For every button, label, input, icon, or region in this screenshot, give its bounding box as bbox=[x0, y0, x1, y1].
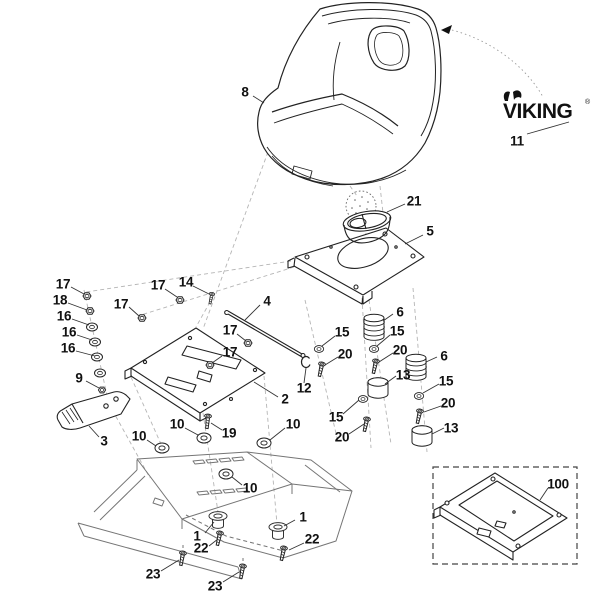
screw-20 bbox=[413, 407, 425, 425]
seat-part-8 bbox=[257, 2, 442, 187]
washer-15 bbox=[368, 345, 380, 353]
screw-19 bbox=[203, 413, 213, 430]
plate-part-5 bbox=[287, 227, 425, 305]
nut-9 bbox=[97, 386, 107, 394]
viking-logo-text: VIKING bbox=[503, 100, 573, 123]
sticker-arrow-icon bbox=[441, 25, 452, 34]
screw-20 bbox=[315, 360, 327, 378]
hardware-items bbox=[82, 291, 433, 580]
mount-1 bbox=[208, 511, 228, 529]
inset-box bbox=[432, 466, 578, 565]
viking-horn-right-icon bbox=[513, 90, 522, 100]
washer-16 bbox=[94, 368, 106, 378]
viking-horn-left-icon bbox=[503, 91, 510, 101]
viking-logo: VIKING ® bbox=[503, 90, 591, 123]
bracket-part-2 bbox=[124, 327, 266, 422]
bracket-part-3 bbox=[56, 391, 131, 430]
bushing-13 bbox=[367, 377, 389, 399]
ring-part-12 bbox=[300, 355, 311, 369]
washer-16 bbox=[86, 322, 98, 332]
washer-10 bbox=[196, 432, 212, 444]
viking-sticker: VIKING ® bbox=[441, 25, 591, 123]
nut-17 bbox=[175, 296, 185, 304]
plate-part-100 bbox=[433, 472, 568, 561]
nut-17 bbox=[82, 292, 92, 300]
screw-23 bbox=[236, 563, 248, 580]
nut-18 bbox=[85, 307, 95, 315]
leader-lines bbox=[67, 95, 570, 583]
washer-10 bbox=[154, 442, 170, 454]
screw-22 bbox=[213, 529, 225, 547]
washer-15 bbox=[313, 345, 325, 353]
washer-10 bbox=[256, 437, 272, 449]
washer-16 bbox=[91, 352, 103, 362]
washer-15 bbox=[357, 395, 369, 403]
bushing-13 bbox=[411, 425, 433, 447]
rod-part-4 bbox=[224, 309, 306, 359]
washer-15 bbox=[413, 392, 425, 400]
mount-1 bbox=[268, 522, 288, 540]
frame-vent-slots bbox=[192, 456, 249, 496]
washer-16 bbox=[89, 337, 101, 347]
washer-10 bbox=[218, 468, 234, 480]
inset-dashed-border bbox=[432, 466, 578, 565]
screw-22 bbox=[277, 544, 289, 562]
projection-lines bbox=[83, 151, 428, 525]
registered-mark: ® bbox=[585, 98, 591, 106]
cap-part-21 bbox=[342, 190, 392, 244]
screw-20 bbox=[369, 357, 381, 375]
spring-6 bbox=[405, 353, 427, 382]
spring-6 bbox=[363, 313, 385, 342]
